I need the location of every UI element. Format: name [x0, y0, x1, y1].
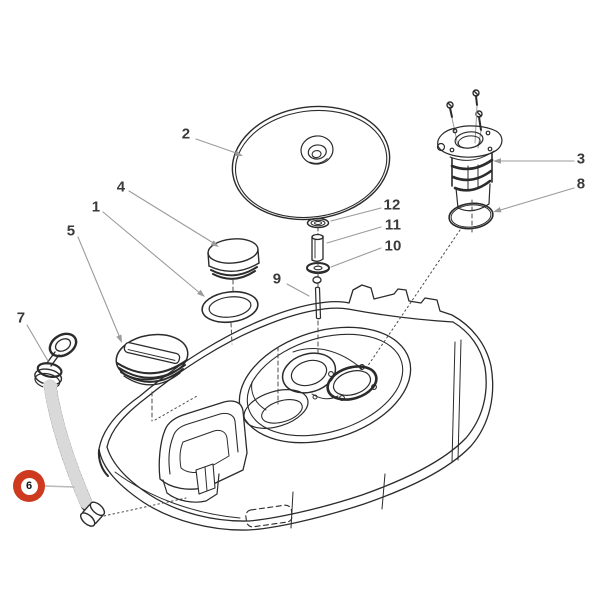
- part-fuel-pump-module: [436, 89, 503, 212]
- callout-3: 3: [576, 150, 586, 168]
- callout-7: 7: [16, 309, 26, 327]
- callout-4: 4: [116, 178, 126, 196]
- part-pin-11: [311, 233, 324, 262]
- part-hose-6: [34, 362, 106, 527]
- callout-12: 12: [383, 196, 401, 214]
- highlighted-callout-badge-6[interactable]: 6: [13, 470, 45, 502]
- hose-end-cap: [79, 501, 106, 527]
- part-seal-ring-1: [201, 290, 259, 324]
- callout-1: 1: [91, 198, 101, 216]
- screw-icon: [446, 89, 483, 131]
- part-washer-12: [306, 217, 330, 229]
- part-fuel-cap-5: [115, 333, 189, 386]
- callout-10: 10: [384, 237, 402, 255]
- callout-8: 8: [576, 175, 586, 193]
- callout-5: 5: [66, 222, 76, 240]
- badge-number: 6: [20, 477, 38, 495]
- part-cap-plug-4: [207, 238, 260, 280]
- cover-center-boss: [300, 135, 334, 165]
- construction-lines: [103, 199, 473, 517]
- part-oval-cover: [231, 105, 391, 221]
- callout-11: 11: [384, 216, 402, 234]
- part-tank-body: [97, 284, 494, 531]
- callout-2: 2: [181, 125, 191, 143]
- leader-arrowheads: [116, 150, 502, 343]
- part-nut: [312, 276, 322, 284]
- part-rod-9: [314, 286, 322, 320]
- leader-lines: [26, 138, 575, 488]
- callout-9: 9: [272, 270, 282, 288]
- part-o-ring-8: [448, 202, 494, 230]
- part-grommet-7: [46, 332, 78, 367]
